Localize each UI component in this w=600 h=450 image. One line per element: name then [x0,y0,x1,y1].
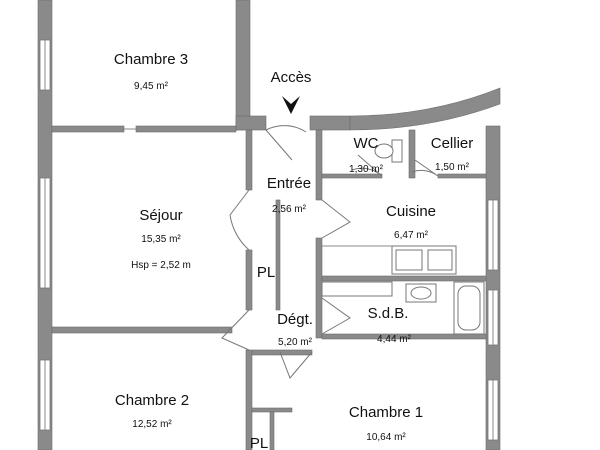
arrow-down-icon [282,96,300,114]
cellier-area: 1,50 m² [435,162,470,173]
washer-area-icon [321,281,393,297]
sejour-name: Séjour [139,207,182,224]
chambre1-top-wall [251,349,313,356]
fixtures [321,139,485,335]
exterior-walls [37,0,501,450]
chambre1-door [279,351,313,379]
access-label: Accès [271,69,312,86]
sdb-name: S.d.B. [368,305,409,322]
entree-name: Entrée [267,175,311,192]
entry-top-wall-left [235,115,267,131]
room-labels: Chambre 3 9,45 m² WC 1,30 m² Cellier 1,5… [114,51,473,450]
kitchen-left-wall [315,237,323,339]
wc-door [351,154,383,177]
wc-cellier-wall [408,129,416,179]
doors [124,125,439,379]
chambre1-area: 10,64 m² [366,432,406,443]
left-windows [39,39,51,431]
chambre1-name: Chambre 1 [349,404,423,421]
kitchen-bottom-wall [321,275,487,282]
chambre3-bottom-wall-right [135,125,237,133]
entrance-door [265,125,307,161]
pl2-name: PL [250,435,268,450]
sdb-door [321,297,351,335]
entry-left-wall-top [245,129,253,191]
entry-right-wall [315,129,323,201]
chambre2-area: 12,52 m² [132,419,172,430]
chambre2-door [221,309,250,351]
cellier-name: Cellier [431,135,474,152]
pl1-right-wall [275,199,281,311]
chambre3-name: Chambre 3 [114,51,188,68]
cellier-door [411,159,439,177]
sejour-area: 15,35 m² [141,234,181,245]
pl1-left-wall [245,249,253,311]
kitchen-door [321,199,351,239]
chambre2-name: Chambre 2 [115,392,189,409]
chambre3-right-wall [235,0,251,131]
sejour-hsp: Hsp = 2,52 m [131,260,191,271]
entry-top-wall-right [309,115,351,131]
degt-name: Dégt. [277,311,313,328]
cuisine-area: 6,47 m² [394,230,429,241]
pl2-top-wall [251,407,293,413]
pl2-right-wall [269,411,275,450]
entree-area: 2,56 m² [272,204,307,215]
cellier-bottom-wall [437,173,487,179]
right-windows [487,199,499,441]
sdb-bottom-wall [321,333,487,340]
cuisine-name: Cuisine [386,203,436,220]
interior-walls [51,125,487,450]
sejour-bottom-wall [51,326,233,334]
degt-area: 5,20 m² [278,337,313,348]
sejour-door [229,189,250,251]
sdb-area: 4,44 m² [377,334,412,345]
wc-area: 1,30 m² [349,164,384,175]
curved-wall [349,87,501,131]
chambre3-bottom-wall-left [51,125,125,133]
chambre3-area: 9,45 m² [134,81,169,92]
pl1-name: PL [257,264,275,281]
wc-name: WC [354,135,379,152]
